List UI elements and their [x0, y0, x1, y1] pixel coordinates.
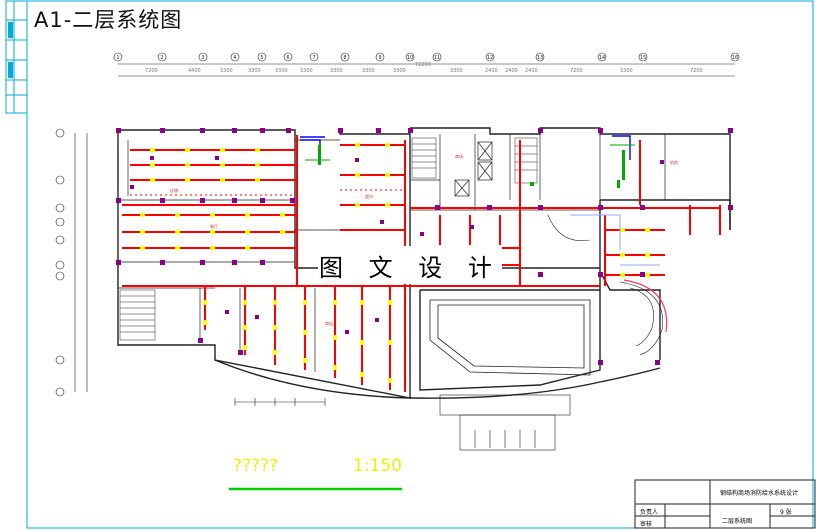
svg-text:72200: 72200 [415, 62, 431, 68]
svg-text:餐厅: 餐厅 [210, 223, 218, 229]
title-block [634, 479, 816, 529]
stair-center [411, 137, 538, 184]
sprinkler-heads [140, 143, 650, 383]
svg-text:3300: 3300 [393, 68, 406, 74]
axis-label: 6 [286, 55, 289, 61]
svg-text:7200: 7200 [690, 68, 703, 74]
top-dimension-line [118, 63, 735, 77]
axis-label: 10 [407, 55, 413, 61]
axis-label: 3 [201, 55, 204, 61]
svg-text:商场: 商场 [455, 153, 463, 159]
svg-text:3300: 3300 [450, 68, 463, 74]
axis-label: 15 [640, 55, 646, 61]
svg-text:机房: 机房 [670, 159, 678, 165]
svg-text:3300: 3300 [248, 68, 261, 74]
atrium [429, 299, 591, 376]
axis-label: 14 [599, 55, 605, 61]
axis-label: 2 [160, 55, 163, 61]
svg-text:4400: 4400 [188, 68, 201, 74]
axis-label: 5 [260, 55, 263, 61]
light-blue-pipes [570, 214, 660, 266]
svg-text:3300: 3300 [300, 68, 313, 74]
title-block-sheet: 9 张 [780, 509, 792, 516]
blue-pipes [300, 135, 631, 160]
svg-text:3300: 3300 [275, 68, 288, 74]
axis-label: 11 [434, 55, 440, 61]
watermark: 图 文 设 计 [318, 246, 502, 284]
binding-strip [5, 0, 28, 114]
columns [116, 128, 733, 365]
svg-text:3300: 3300 [220, 68, 233, 74]
spiral-stair [619, 281, 663, 356]
title-block-person: 负责人 [640, 509, 659, 516]
axis-label: 4 [233, 55, 236, 61]
drawing-title: A1-二层系统图 [34, 8, 183, 32]
title-block-project: 钢结构商场消防给水系统设计 [720, 490, 799, 497]
axis-label: 13 [537, 55, 543, 61]
drawing-border [26, 0, 814, 529]
green-equipment [318, 145, 625, 188]
elevator-shafts [454, 141, 493, 197]
svg-text:3300: 3300 [362, 68, 375, 74]
axis-label: 8 [343, 55, 346, 61]
axis-label: 7 [312, 55, 315, 61]
scale-label: ????? [233, 456, 279, 476]
svg-text:2400: 2400 [485, 68, 498, 74]
entrance [439, 394, 571, 451]
scale-ruler [234, 398, 326, 406]
title-block-review: 审核 [640, 521, 653, 528]
svg-text:3300: 3300 [330, 68, 343, 74]
svg-text:2400: 2400 [525, 68, 538, 74]
axis-label: 16 [732, 55, 738, 61]
svg-text:7200: 7200 [570, 68, 583, 74]
svg-text:7200: 7200 [145, 68, 158, 74]
axis-label: 1 [116, 55, 119, 61]
svg-text:超市: 超市 [365, 193, 373, 199]
svg-text:商店: 商店 [325, 320, 333, 326]
svg-text:2400: 2400 [505, 68, 518, 74]
scale-value: 1:150 [353, 456, 402, 476]
axis-label: 9 [378, 55, 381, 61]
axis-label: 12 [487, 55, 493, 61]
title-block-drawing: 二层系统图 [722, 518, 753, 525]
svg-text:店铺: 店铺 [170, 187, 178, 193]
left-dimension-line [55, 128, 88, 397]
svg-text:3300: 3300 [620, 68, 633, 74]
stair-left [119, 289, 156, 341]
